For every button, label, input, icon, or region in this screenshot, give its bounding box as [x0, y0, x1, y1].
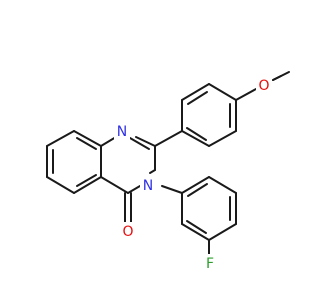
atom-label-n1: N [117, 124, 127, 140]
bond [272, 75, 282, 81]
bond [181, 223, 210, 241]
bond [135, 136, 156, 147]
bond [154, 130, 183, 147]
bond [181, 176, 210, 194]
bond [149, 169, 156, 174]
bond [100, 136, 117, 147]
bond [181, 130, 210, 147]
atom-label-n3: N [143, 178, 153, 194]
atom-label-o-carbonyl: O [122, 224, 133, 240]
bond [73, 130, 102, 147]
atom-label-o-methoxy: O [258, 78, 269, 94]
bond [76, 174, 97, 187]
bond [181, 83, 210, 101]
bond [186, 220, 207, 234]
bond [46, 130, 75, 147]
bond [186, 127, 207, 141]
bond [46, 176, 75, 194]
bond [127, 185, 141, 194]
bond [73, 176, 102, 194]
bond [208, 223, 237, 241]
molecule-structure: N N O O F [46, 71, 290, 272]
bond [187, 183, 208, 197]
bond [129, 137, 150, 150]
atom-labels: N N O O F [114, 76, 272, 272]
bond [76, 137, 97, 150]
bond [161, 185, 183, 194]
bond [208, 83, 237, 101]
bond [187, 91, 208, 105]
bond-group [46, 71, 290, 255]
bond [208, 130, 237, 147]
bond [100, 176, 129, 194]
atom-label-f: F [206, 256, 214, 272]
bond [235, 88, 257, 101]
bond [208, 176, 237, 194]
